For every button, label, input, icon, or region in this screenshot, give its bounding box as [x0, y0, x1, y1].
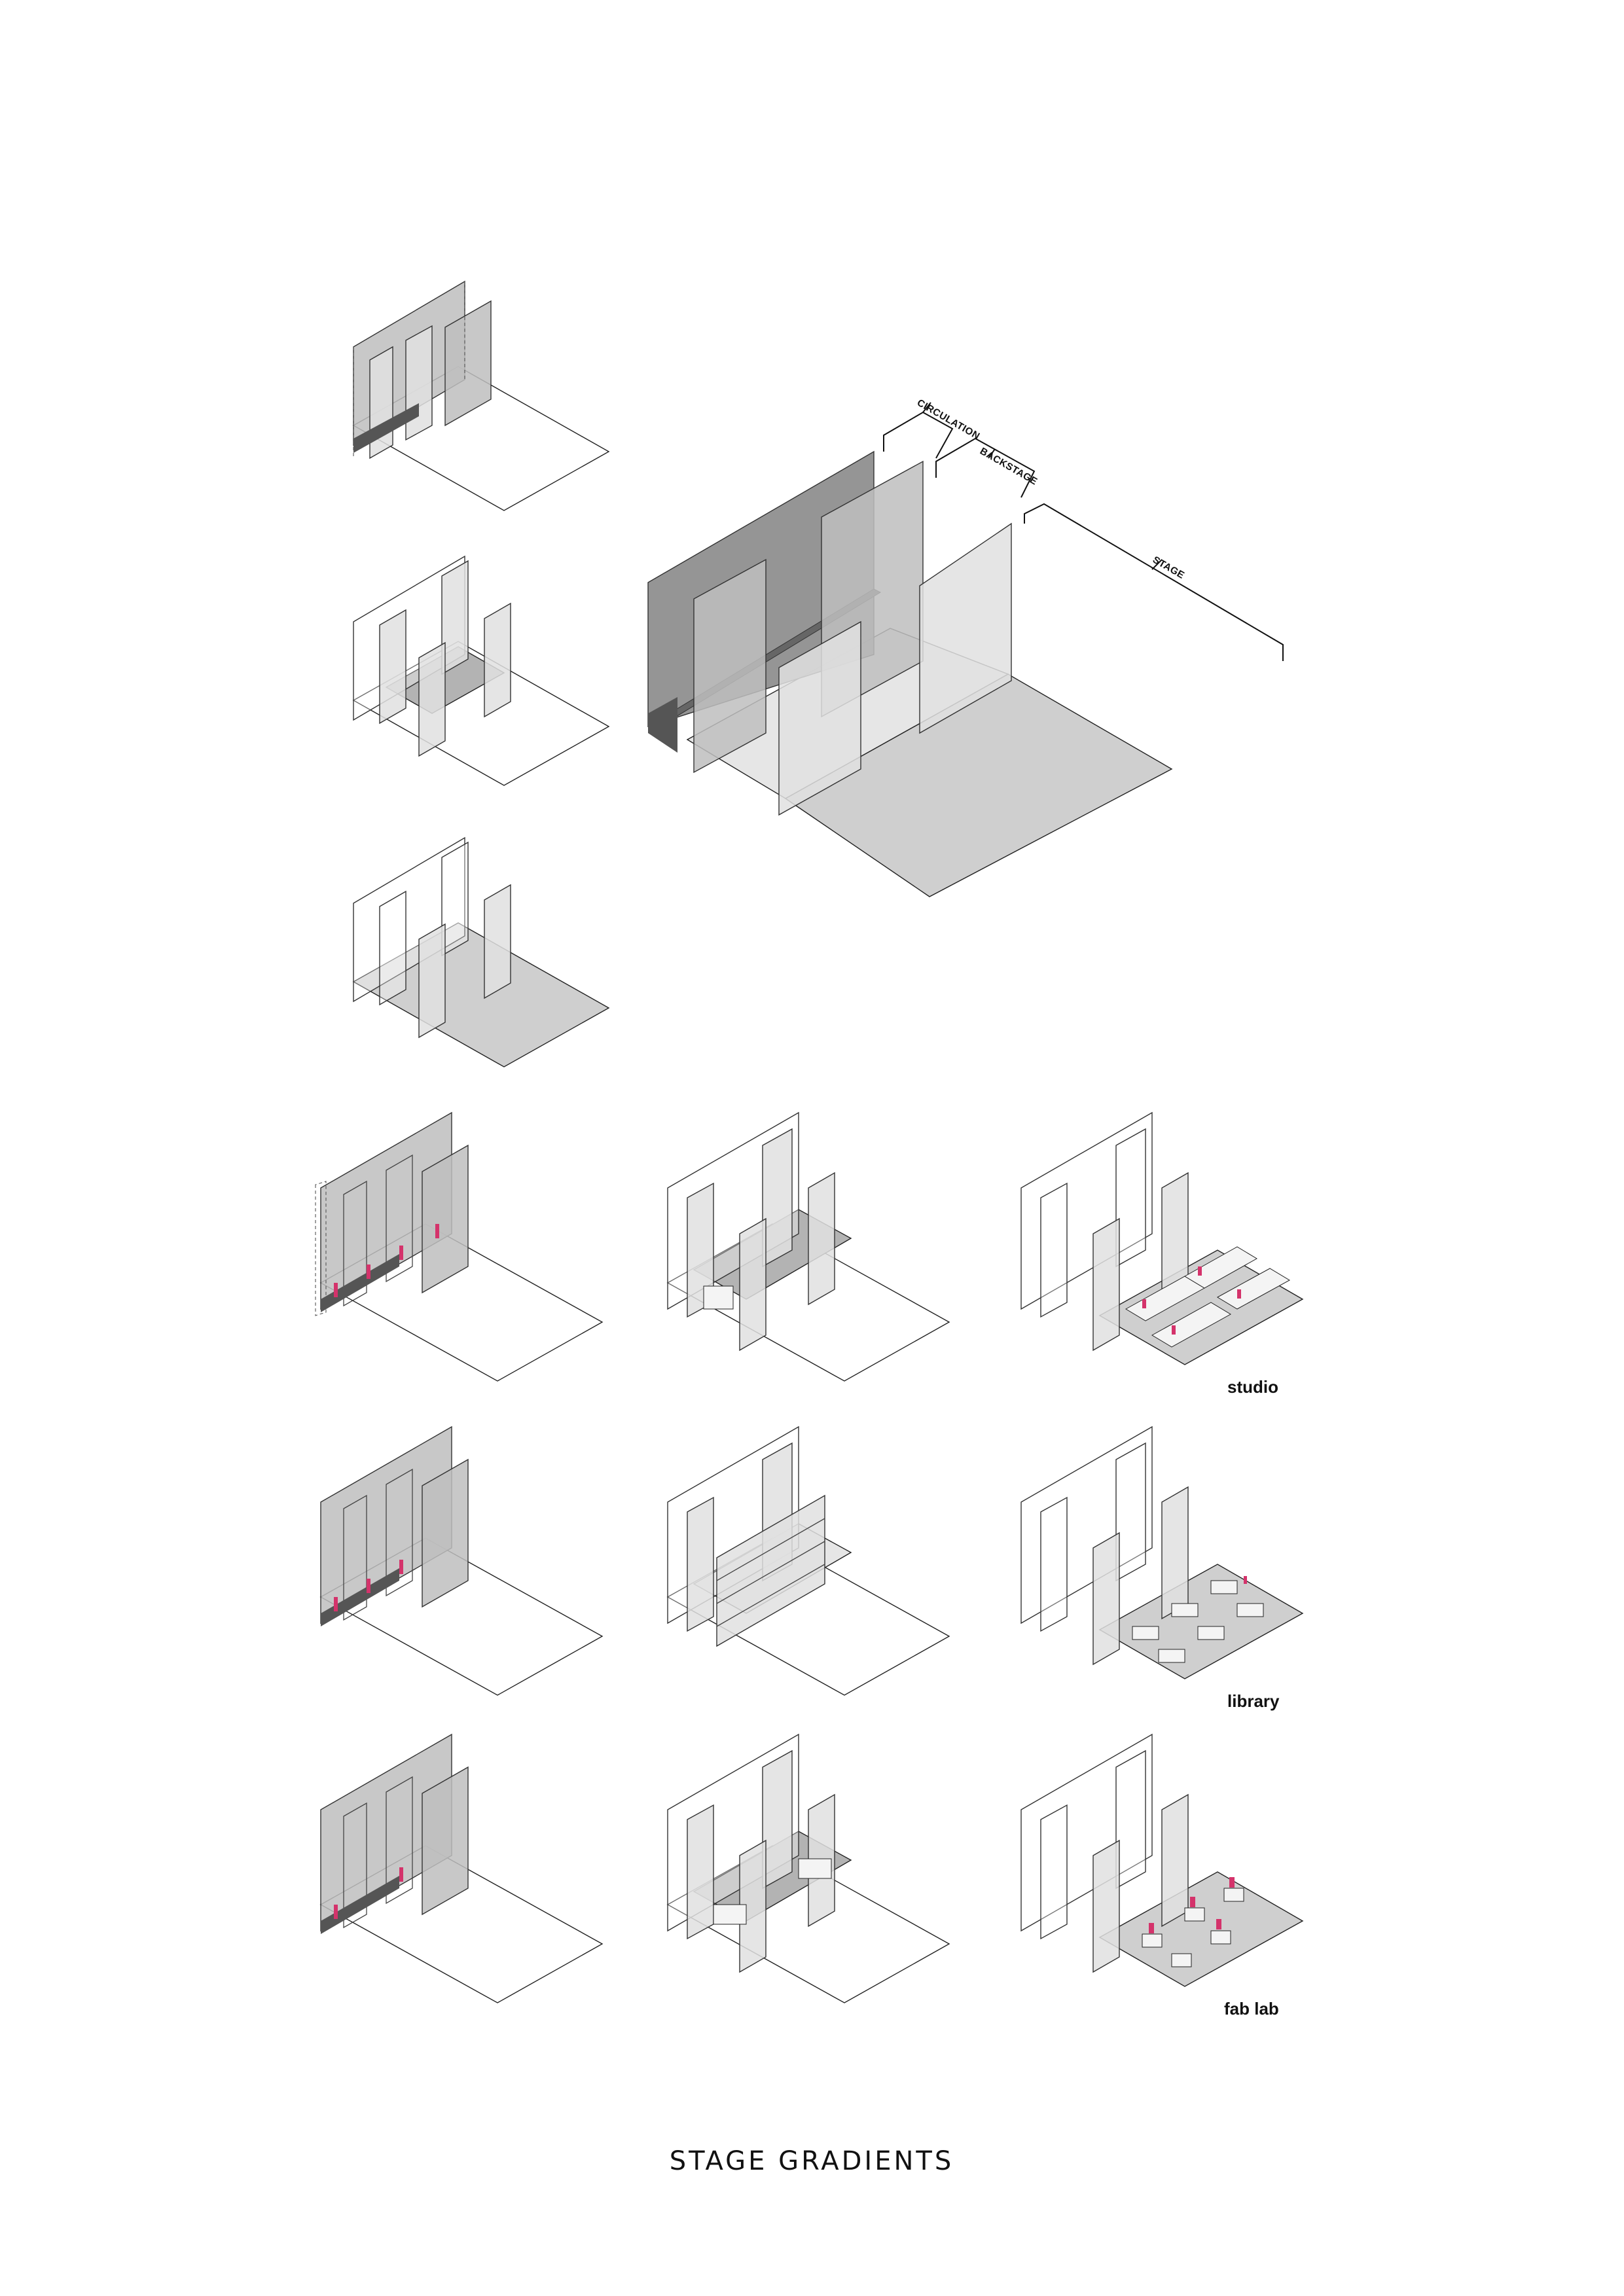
bracket-backstage: BACKSTAGE — [935, 437, 1039, 498]
circulation-door-panel — [693, 558, 767, 774]
row-studio-backstage — [666, 1111, 950, 1382]
row-fablab-backstage — [666, 1733, 950, 2003]
row-library-circulation — [319, 1426, 604, 1696]
stage-wall — [919, 522, 1012, 734]
row-fablab-circulation — [319, 1733, 604, 2003]
caption-library: library — [1227, 1691, 1280, 1711]
row-library-stage: library — [1020, 1426, 1304, 1711]
bracket-stage: STAGE — [1024, 503, 1284, 661]
row-fablab-stage: fab lab — [1020, 1733, 1304, 2018]
gradient-study-backstage — [352, 555, 610, 786]
program-row-library: library — [319, 1426, 1304, 1711]
row-studio-stage: studio — [1020, 1111, 1304, 1397]
caption-studio: studio — [1227, 1377, 1278, 1397]
main-stage-diagram — [647, 450, 1173, 897]
program-row-fab-lab: fab lab — [319, 1733, 1304, 2018]
row-library-backstage — [666, 1426, 950, 1696]
label-backstage: BACKSTAGE — [978, 446, 1039, 488]
program-row-studio: studio — [315, 1111, 1304, 1397]
bracket-circulation: CIRCULATION — [883, 397, 982, 459]
gradient-study-circulation — [352, 280, 610, 511]
gradient-study-stage — [352, 836, 610, 1067]
backstage-door-panel — [778, 620, 861, 816]
page-title: STAGE GRADIENTS — [670, 2146, 954, 2176]
caption-fab-lab: fab lab — [1224, 1999, 1279, 2018]
row-studio-circulation — [315, 1111, 604, 1382]
